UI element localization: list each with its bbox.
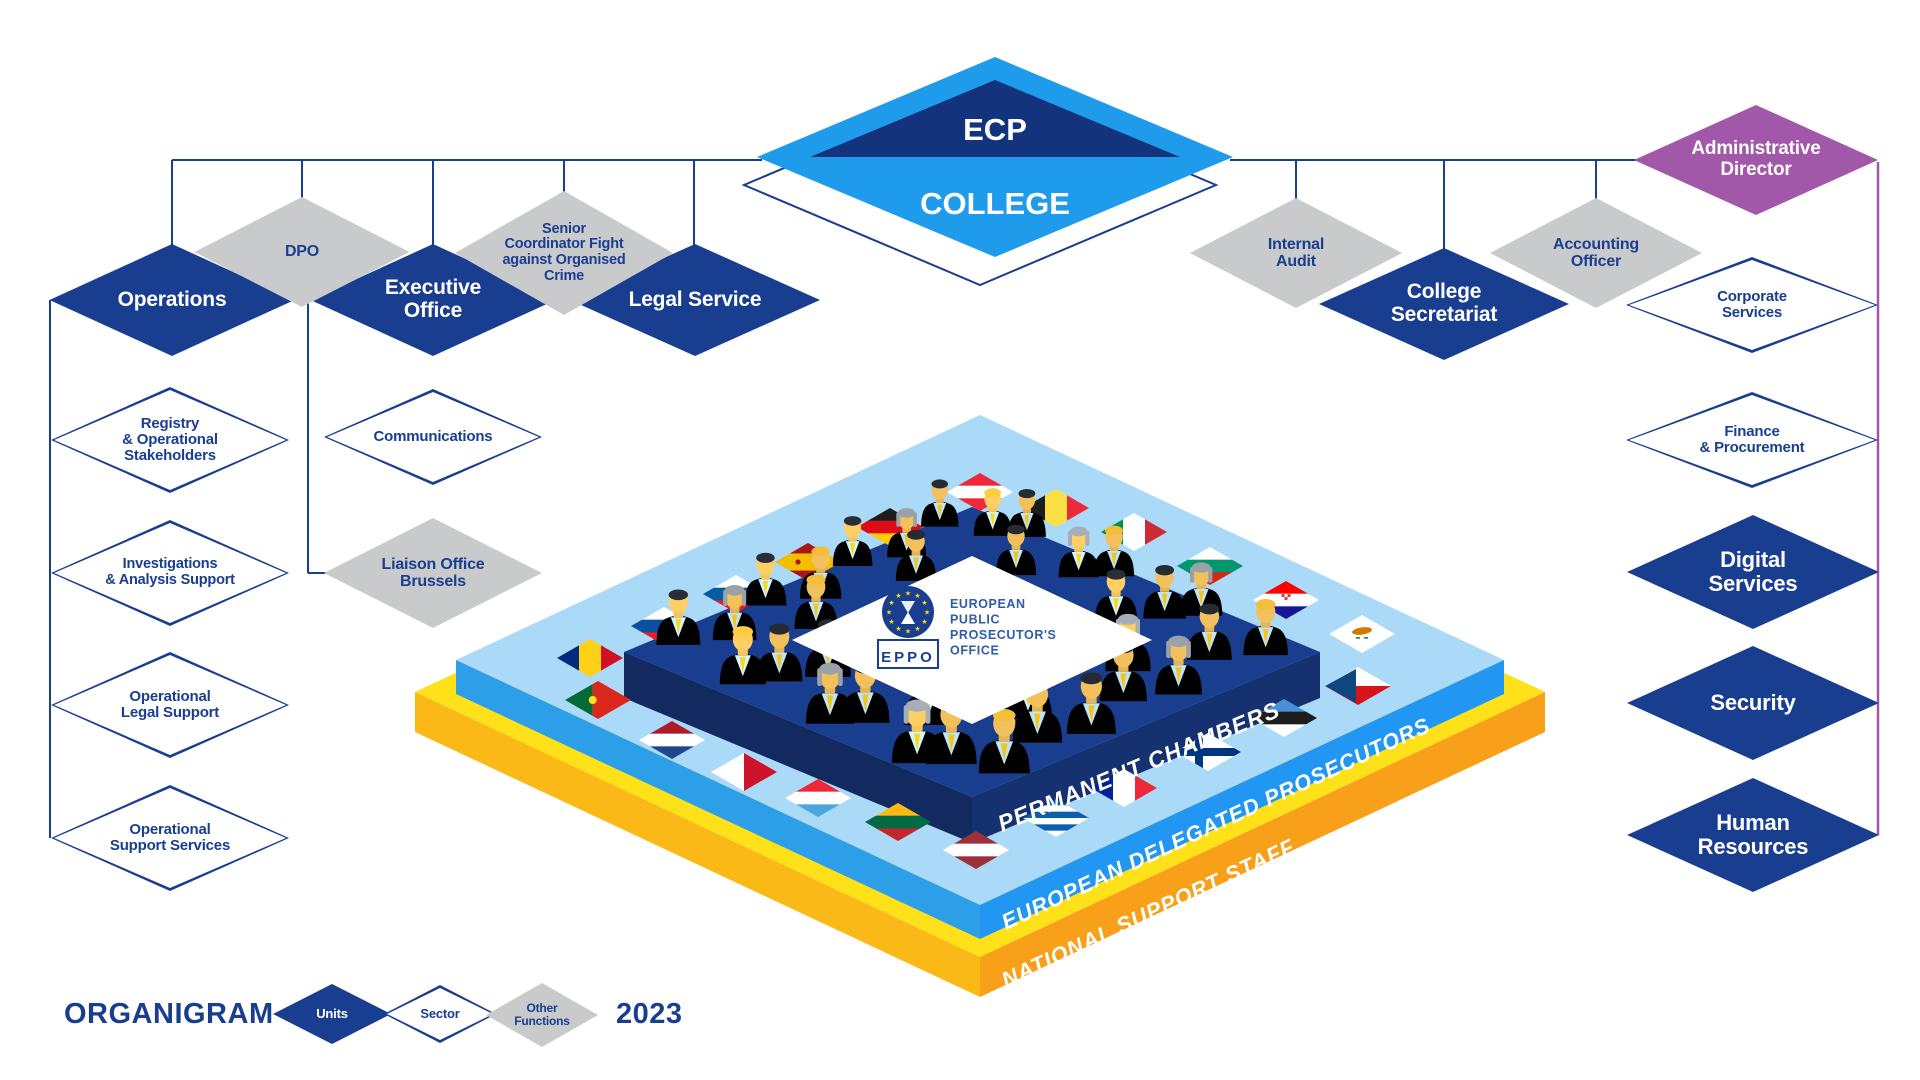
legend-other-functions-label: Other Functions: [514, 1001, 570, 1028]
ecp-label: ECP: [963, 112, 1027, 147]
eppo-frame: [877, 639, 939, 669]
permanent-chambers-side-left: [624, 652, 972, 843]
investigations-analysis-support-label: Investigations & Analysis Support: [105, 556, 235, 588]
security-label: Security: [1710, 690, 1796, 716]
digital-services-label: Digital Services: [1708, 547, 1798, 596]
operations-label: Operations: [117, 287, 227, 311]
eu-star: ★: [895, 625, 901, 633]
eu-star: ★: [886, 608, 892, 616]
operational-legal-support-label: Operational Legal Support: [120, 687, 220, 721]
legend-sector-label: Sector: [420, 1005, 460, 1021]
eu-star: ★: [914, 625, 920, 633]
eu-star: ★: [895, 592, 901, 600]
eppo-name-line: OFFICE: [950, 644, 999, 658]
liaison-office-brussels-label: Liaison Office Brussels: [381, 555, 485, 590]
hourglass-bottom: [901, 612, 915, 624]
human-resources-label: Human Resources: [1697, 810, 1809, 859]
connector-lines: [49, 159, 1638, 838]
accounting-officer-label: Accounting Officer: [1553, 235, 1639, 270]
legend-year: 2023: [616, 998, 683, 1030]
dpo-label: DPO: [284, 243, 320, 261]
eu-star: ★: [914, 592, 920, 600]
eppo-name-line: EUROPEAN: [950, 597, 1026, 611]
ecp-triangle: [810, 80, 1180, 157]
eu-star: ★: [888, 599, 894, 607]
eu-star: ★: [924, 608, 930, 616]
national-support-staff-side-right: [980, 692, 1545, 997]
administrative-director-label: Administrative Director: [1691, 138, 1821, 180]
legal-service-label: Legal Service: [628, 287, 762, 311]
eppo-pyramid: ★★★★★★★★★★★★EPPOEUROPEANPUBLICPROSECUTOR…: [415, 415, 1545, 997]
eu-star: ★: [905, 589, 911, 597]
corporate-services-label: Corporate Services: [1717, 287, 1787, 321]
registry-operational-stakeholders-label: Registry & Operational Stakeholders: [122, 414, 218, 465]
legend-title: ORGANIGRAM: [64, 998, 274, 1030]
internal-audit-label: Internal Audit: [1267, 235, 1325, 270]
eu-star: ★: [905, 627, 911, 635]
college-label: COLLEGE: [920, 186, 1070, 221]
delegated-prosecutors-side-left: [456, 660, 980, 939]
national-support-staff-side-left: [415, 692, 980, 997]
college-secretariat-label: College Secretariat: [1390, 280, 1498, 326]
hourglass-top: [901, 601, 915, 613]
operational-support-services-label: Operational Support Services: [109, 820, 231, 854]
eu-star: ★: [888, 618, 894, 626]
eppo-abbr: EPPO: [881, 649, 935, 666]
delegated-prosecutors-side-right: [980, 660, 1504, 939]
eppo-name-line: PUBLIC: [950, 613, 1000, 627]
legend-units-label: Units: [316, 1005, 348, 1021]
communications-label: Communications: [373, 427, 493, 445]
executive-office-label: Executive Office: [384, 276, 482, 322]
eu-star: ★: [921, 618, 927, 626]
eu-star: ★: [921, 599, 927, 607]
senior-coordinator-label: Senior Coordinator Fight against Organis…: [502, 220, 626, 284]
permanent-chambers-side-right: [972, 652, 1320, 843]
eppo-name-line: PROSECUTOR'S: [950, 628, 1057, 642]
finance-procurement-label: Finance & Procurement: [1699, 422, 1805, 456]
logo-diamond: [792, 556, 1152, 724]
ecp-college-diamond: ECP COLLEGE: [741, 57, 1233, 287]
eppo-logo: ★★★★★★★★★★★★EPPOEUROPEANPUBLICPROSECUTOR…: [792, 556, 1152, 724]
